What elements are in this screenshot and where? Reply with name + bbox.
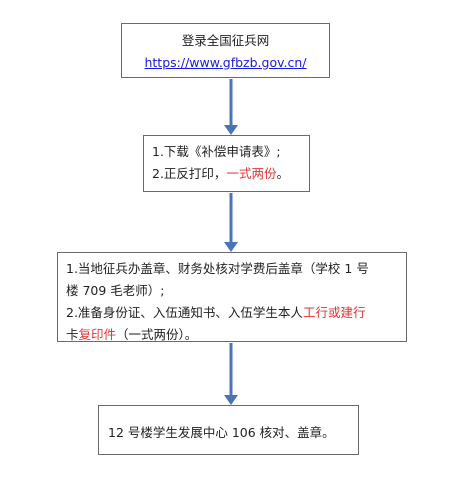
step-4-text: 12 号楼学生发展中心 106 核对、盖章。 bbox=[108, 425, 335, 440]
step-3-line-4-prefix: 卡 bbox=[66, 327, 79, 342]
step-3-box: 1.当地征兵办盖章、财务处核对学费后盖章（学校 1 号 楼 709 毛老师）; … bbox=[57, 252, 407, 342]
step-3-bank-highlight: 工行或建行 bbox=[302, 305, 366, 320]
step-3-copy-highlight: 复印件 bbox=[78, 327, 117, 342]
step-2-highlight: 一式两份 bbox=[226, 166, 277, 181]
step-3-line-3-prefix: 2.准备身份证、入伍通知书、入伍学生本人 bbox=[66, 305, 303, 320]
arrow-1 bbox=[224, 79, 238, 135]
step-2-line-2-suffix: 。 bbox=[276, 166, 289, 181]
step-2-box: 1.下载《补偿申请表》; 2.正反打印，一式两份。 bbox=[143, 135, 310, 192]
arrow-3 bbox=[224, 343, 238, 405]
step-1-title: 登录全国征兵网 bbox=[181, 33, 270, 48]
step-2-line-1: 1.下载《补偿申请表》; bbox=[152, 144, 281, 159]
step-4-box: 12 号楼学生发展中心 106 核对、盖章。 bbox=[98, 405, 359, 455]
recruitment-website-link[interactable]: https://www.gfbzb.gov.cn/ bbox=[144, 55, 307, 70]
arrow-2 bbox=[224, 193, 238, 252]
step-3-line-1: 1.当地征兵办盖章、财务处核对学费后盖章（学校 1 号 bbox=[66, 261, 369, 276]
step-3-line-4-suffix: （一式两份）。 bbox=[116, 327, 198, 342]
step-3-line-3: 2.准备身份证、入伍通知书、入伍学生本人工行或建行 bbox=[66, 302, 400, 324]
step-3-line-2: 楼 709 毛老师）; bbox=[66, 283, 165, 298]
step-2-line-2: 2.正反打印，一式两份。 bbox=[152, 163, 309, 185]
step-1-box: 登录全国征兵网 https://www.gfbzb.gov.cn/ bbox=[121, 23, 330, 78]
step-3-line-4: 卡复印件（一式两份）。 bbox=[66, 324, 400, 346]
step-2-line-2-prefix: 2.正反打印， bbox=[152, 166, 227, 181]
